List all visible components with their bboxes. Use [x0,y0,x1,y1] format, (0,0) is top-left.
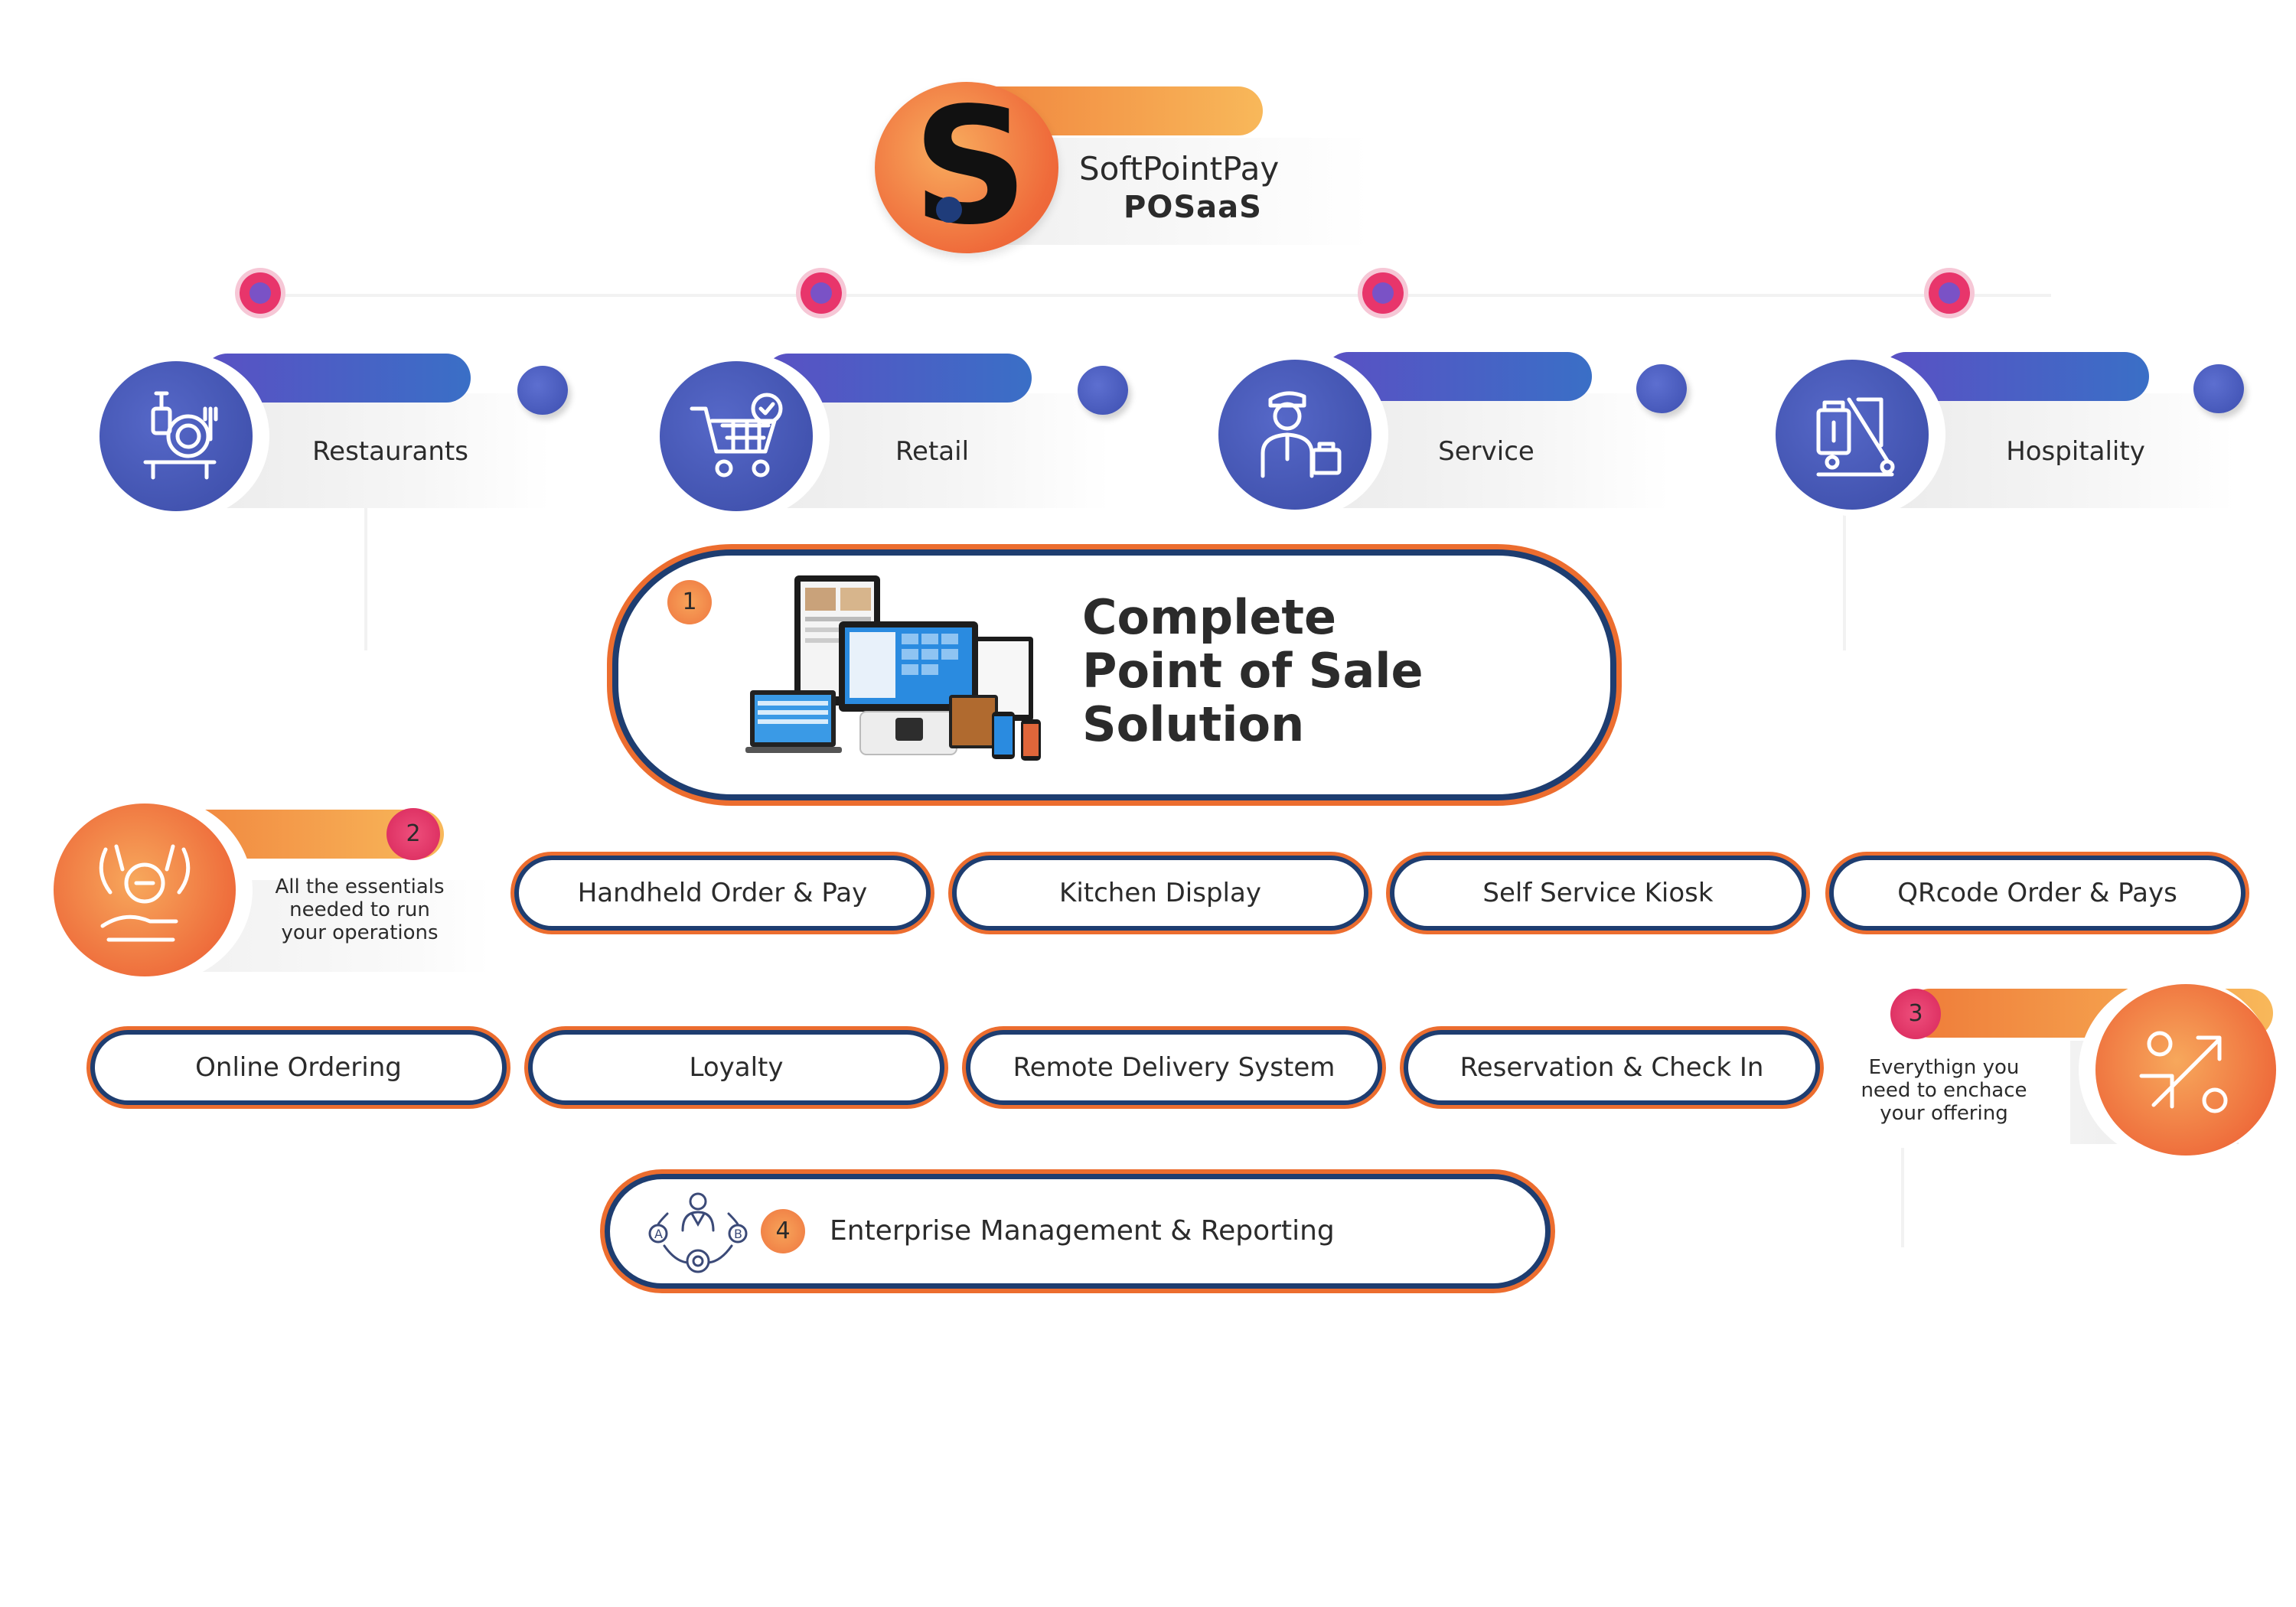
industry-label: Retail [895,436,970,467]
industry-card-hospitality[interactable] [1776,360,1929,510]
essentials-badge [54,804,236,976]
node-pin [1929,272,1970,314]
connector-line [260,294,2051,297]
pos-devices-illustration [745,575,1041,761]
industry-dot [1078,366,1128,415]
shopping-cart-icon [690,393,783,478]
step-badge-4: 4 [761,1209,805,1253]
step-badge-1: 1 [667,580,712,624]
connector-line [364,505,367,650]
essentials-caption: All the essentials needed to run your op… [253,875,467,944]
industry-label: Service [1438,436,1534,467]
industry-label: Restaurants [312,436,468,467]
step-badge-2: 2 [386,808,440,860]
pos-title-line: Complete [1082,589,1337,645]
industry-bar [203,354,471,403]
feature-remote-delivery-system[interactable]: Remote Delivery System [966,1030,1382,1105]
step-badge-3: 3 [1890,989,1941,1039]
pos-title-line: Point of Sale [1082,643,1424,699]
logo-s-mark: S [912,73,1029,260]
offering-badge [2095,984,2276,1156]
industry-dot [1636,364,1687,413]
pos-title-line: Solution [1082,696,1305,752]
pos-solution-card[interactable] [612,549,1616,800]
industry-card-bg [214,393,551,508]
node-pin [801,272,842,314]
brand-product: POSaaS [1124,190,1262,225]
feature-loyalty[interactable]: Loyalty [528,1030,944,1105]
service-worker-icon [1261,391,1342,478]
essentials-caption-line: All the essentials [275,875,445,898]
feature-kitchen-display[interactable]: Kitchen Display [952,856,1368,931]
hotel-luggage-icon [1816,397,1895,477]
offering-caption-line: your offering [1880,1102,2008,1125]
node-pin [240,272,281,314]
connector-line [1843,505,1846,650]
svg-text:B: B [734,1227,742,1241]
brand-name: SoftPointPay [1079,150,1280,187]
discount-percent-icon [2139,1031,2228,1113]
industry-card-bg [1333,393,1670,508]
essentials-caption-line: needed to run [289,898,430,921]
industry-card-bg [1898,393,2235,508]
feature-reservation-check-in[interactable]: Reservation & Check In [1404,1030,1820,1105]
industry-card-bg [773,393,1110,508]
offering-caption: Everythign you need to enchace your offe… [1837,1056,2051,1125]
industry-dot [517,366,568,415]
svg-text:A: A [654,1227,663,1241]
feature-handheld-order-pay[interactable]: Handheld Order & Pay [514,856,931,931]
restaurant-icon [143,391,218,480]
feature-qrcode-order-pays[interactable]: QRcode Order & Pays [1829,856,2245,931]
feature-online-ordering[interactable]: Online Ordering [90,1030,507,1105]
service-plate-icon [99,844,191,942]
node-pin [1362,272,1404,314]
enterprise-label: Enterprise Management & Reporting [830,1215,1335,1247]
essentials-caption-line: your operations [281,921,439,944]
industry-bar [764,354,1032,403]
industry-bar [1881,352,2149,401]
industry-dot [2193,364,2244,413]
enterprise-decision-icon: A B [648,1192,748,1273]
connector-line [1901,1148,1904,1247]
logo-dot [936,197,962,223]
industry-bar [1324,352,1592,401]
feature-self-service-kiosk[interactable]: Self Service Kiosk [1390,856,1806,931]
offering-caption-line: need to enchace [1861,1079,2027,1102]
pos-title: Complete Point of Sale Solution [1082,591,1572,751]
offering-caption-line: Everythign you [1868,1056,2020,1079]
industry-label: Hospitality [2006,436,2145,467]
logo-badge [875,82,1058,253]
